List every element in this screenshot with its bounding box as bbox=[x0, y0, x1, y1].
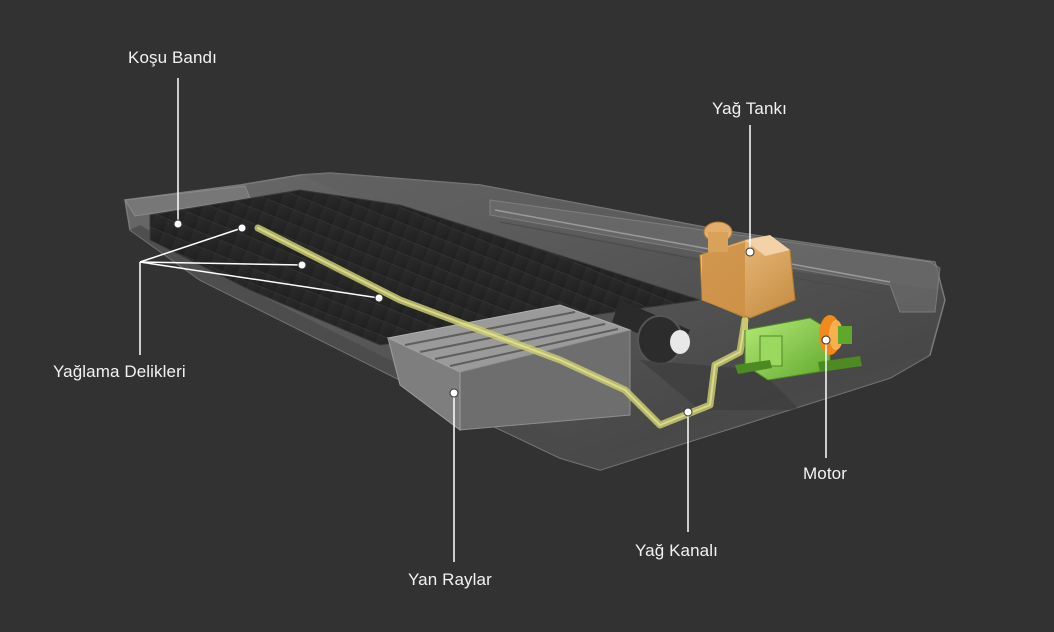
right-frame-channel bbox=[489, 199, 941, 313]
leader-dots bbox=[173, 219, 831, 417]
oil-tank bbox=[699, 221, 796, 330]
leader-lubrication-a bbox=[139, 227, 243, 263]
dot-motor bbox=[821, 335, 831, 345]
dot-lubrication-b bbox=[297, 260, 307, 270]
leader-lines bbox=[139, 78, 827, 562]
dot-running-belt bbox=[173, 219, 183, 229]
label-side-rails: Yan Raylar bbox=[408, 570, 492, 589]
label-oil-channel: Yağ Kanalı bbox=[635, 541, 718, 560]
motor-unit bbox=[735, 315, 862, 381]
dot-oil-channel bbox=[683, 407, 693, 417]
dot-side-rails bbox=[449, 388, 459, 398]
oil-channel-pipe bbox=[254, 224, 749, 429]
dot-oil-tank bbox=[745, 247, 755, 257]
rear-roller bbox=[612, 300, 690, 365]
dot-lubrication-a bbox=[237, 223, 247, 233]
label-oil-tank: Yağ Tankı bbox=[712, 99, 787, 118]
label-lubrication-holes: Yağlama Delikleri bbox=[53, 362, 186, 381]
leader-lubrication-b bbox=[139, 261, 303, 266]
leader-lubrication-c bbox=[139, 261, 380, 299]
label-motor: Motor bbox=[803, 464, 847, 483]
dot-lubrication-c bbox=[374, 293, 384, 303]
label-running-belt: Koşu Bandı bbox=[128, 48, 217, 67]
